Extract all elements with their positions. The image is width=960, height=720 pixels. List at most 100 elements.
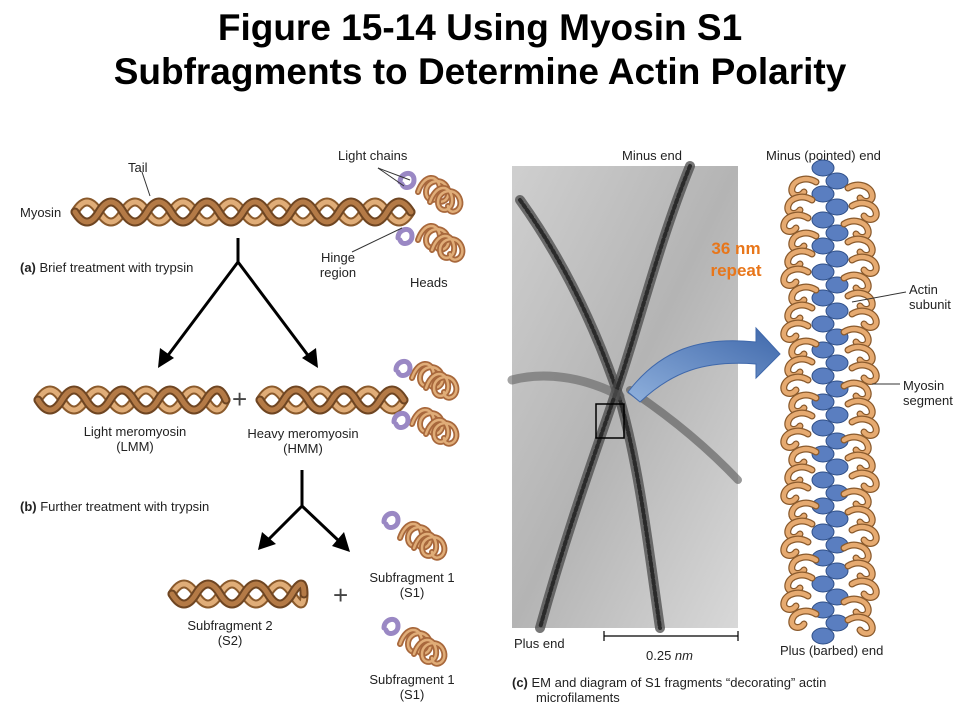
s1-segment-right [852,419,876,435]
title-line-2: Subfragments to Determine Actin Polarity [113,51,847,92]
myosin-segment-label-line-2: segment [903,393,953,408]
s1-segment-right [848,239,872,255]
actin-subunit [825,562,849,580]
s1-upper-label-line-2: (S1) [399,585,425,600]
s2-label-line-2: (S2) [217,633,243,648]
s1-segment-left [788,575,812,591]
actin-subunit [825,250,849,268]
s1-segment-left [784,539,808,555]
hinge-label-line-1: Hinge [321,250,355,265]
arrowhead-left-a [158,348,174,368]
caption-c-line-2: microfilaments [536,690,620,705]
plus-sign-b: + [333,580,349,610]
s1-segment-left [784,485,808,501]
hmm-label-line-1: Heavy meromyosin [247,426,359,441]
actin-subunit [811,627,835,645]
actin-subunit [825,458,849,476]
hmm-label: Heavy meromyosin (HMM) [228,426,378,456]
s1-segment-right [852,473,876,489]
hinge-label-line-2: region [319,265,357,280]
s1-segment-right [848,509,872,525]
s1-segment-left [792,611,816,627]
actin-subunit [811,263,835,281]
scale-value: 0.25 [646,648,675,663]
actin-subunit [811,471,835,489]
s1-segment-right [848,293,872,309]
myosin-label: Myosin [20,205,62,220]
s1-lower-label-line-2: (S1) [399,687,425,702]
lmm-label: Light meromyosin (LMM) [60,424,210,454]
caption-b-text: Further treatment with trypsin [40,499,210,514]
plus-sign-a: + [232,384,248,414]
myosin-helix [70,197,416,227]
caption-a-text: Brief treatment with trypsin [39,260,194,275]
s1-segment-right [852,581,876,597]
actin-subunit [811,211,835,229]
s1-segment-right [848,617,872,633]
s1-lower-label-line-1: Subfragment 1 [369,672,455,687]
s1-segment-right [852,311,876,327]
actin-subunit [825,198,849,216]
hinge-region-label: Hinge region [310,250,366,280]
repeat-label-line-2: repeat [710,261,762,280]
actin-subunit [811,237,835,255]
actin-subunit [811,419,835,437]
s1-lower-label: Subfragment 1 (S1) [356,672,468,702]
plus-end-label: Plus end [514,636,565,651]
hmm-label-line-2: (HMM) [283,441,323,456]
actin-subunit [811,367,835,385]
s1-segment-left [792,503,816,519]
s1-head-lower [384,619,444,663]
actin-subunit [811,159,835,177]
actin-label-line-2: subunit [909,297,951,312]
repeat-label: 36 nm repeat [690,238,782,282]
caption-c-letter: (c) [512,675,528,690]
actin-subunit [825,614,849,632]
s2-label-line-1: Subfragment 2 [187,618,273,633]
s2-label: Subfragment 2 (S2) [168,618,292,648]
myosin-segment-label-line-1: Myosin [903,378,945,393]
s1-upper-label-line-1: Subfragment 1 [369,570,455,585]
actin-subunit [825,224,849,242]
s1-segment-right [844,437,868,453]
split-arrow-a [164,238,312,359]
s1-segment-right [844,491,868,507]
s1-segment-left [784,323,808,339]
actin-subunit [811,185,835,203]
caption-b: (b) Further treatment with trypsin [20,499,209,514]
actin-subunit-label: Actin subunit [909,282,951,312]
s1-segment-left [788,359,812,375]
s1-segment-right [848,401,872,417]
zoom-arrow [627,326,781,403]
s1-segment-left [784,269,808,285]
hmm-helix [255,385,409,415]
s1-segment-left [784,431,808,447]
tail-label: Tail [128,160,148,175]
caption-a: (a) Brief treatment with trypsin [20,260,193,275]
plus-barbed-end-label: Plus (barbed) end [780,643,884,658]
s1-segment-left [788,413,812,429]
s2-helix [167,579,309,609]
myosin-segment-label: Myosin segment [903,378,953,408]
actin-label-line-1: Actin [909,282,938,297]
lmm-helix [33,385,231,415]
arrowhead-left-b [258,532,276,550]
actin-subunit [811,575,835,593]
caption-a-letter: (a) [20,260,36,275]
em-selection-box [595,403,625,439]
s1-segment-right [848,185,872,201]
caption-c-line-1: EM and diagram of S1 fragments “decorati… [531,675,827,690]
actin-subunit [825,510,849,528]
s1-segment-left [788,197,812,213]
s1-segment-right [852,365,876,381]
s1-segment-right [852,203,876,219]
s1-segment-left [788,251,812,267]
actin-subunit [811,289,835,307]
actin-subunit [825,172,849,190]
actin-subunit [825,302,849,320]
split-arrow-b [266,470,342,544]
s1-segment-right [852,527,876,543]
s1-segment-right [848,347,872,363]
leader-lines-a [141,167,411,253]
